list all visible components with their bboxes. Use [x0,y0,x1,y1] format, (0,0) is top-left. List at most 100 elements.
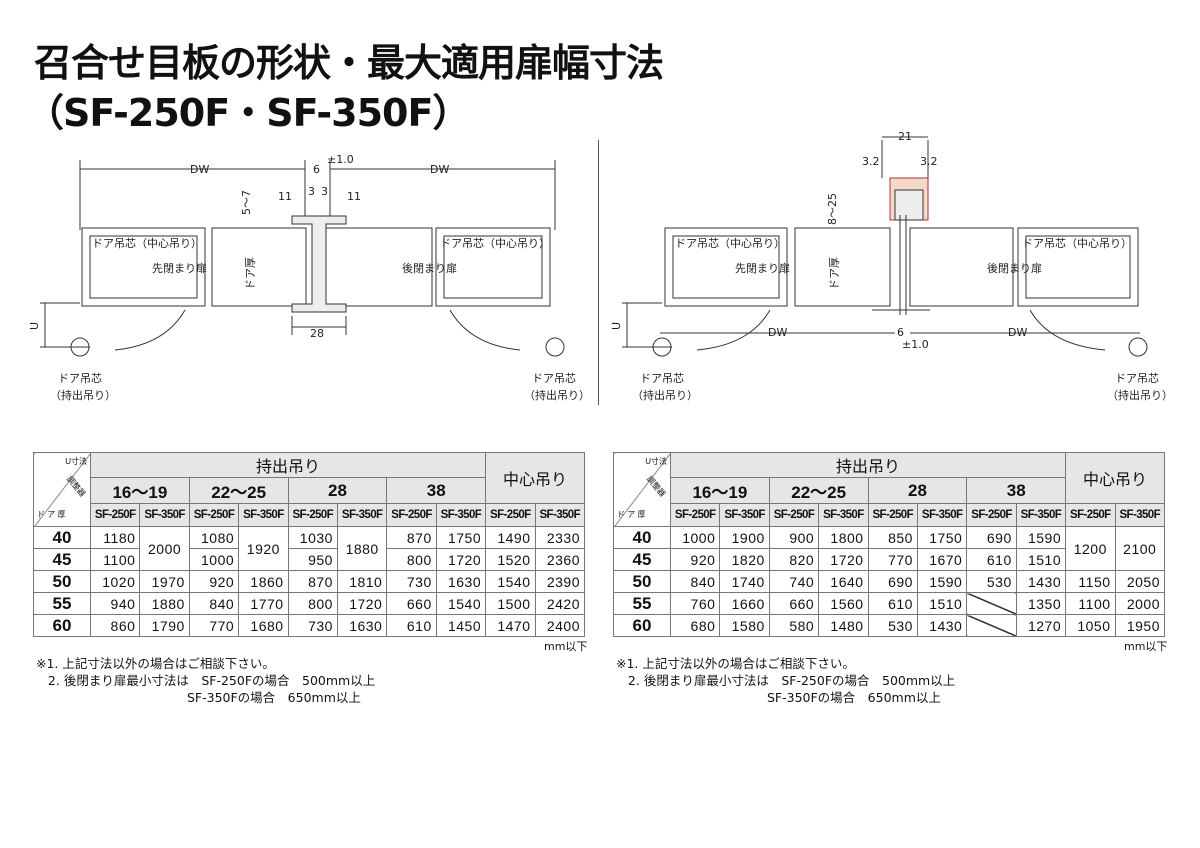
dw-label: DW [190,163,209,176]
model-header: SF-350F [1015,503,1067,527]
table-cell: 860 [89,614,141,637]
table-cell: 2360 [534,548,586,571]
door-thickness-value: 50 [33,570,91,593]
table-cell: 1100 [89,548,141,571]
table-cell: 1810 [336,570,388,593]
dim-3: 3 [321,185,328,198]
model-header: SF-350F [336,503,388,527]
table-cell: 820 [768,548,820,571]
door-thickness-label: ドア厚 [828,257,841,290]
table-cell: 1660 [719,592,770,615]
u-dimension-label: U寸法 [65,457,87,466]
offset-hanging-header: 持出吊り [669,452,1067,478]
model-header: SF-250F [1065,503,1116,527]
last-close-door-label: 後閉まり扉 [402,261,457,275]
left-profile-diagram: DW DW 6 ±1.0 11 3 3 11 5〜7 ドア厚 ドア吊芯（中心吊り… [28,153,590,402]
table-cell: 2400 [534,614,586,637]
table-cell: 1480 [818,614,869,637]
table-cell: 1920 [238,526,289,571]
table-cell: 1050 [1065,614,1116,637]
page-title: 召合せ目板の形状・最大適用扉幅寸法 [34,41,664,85]
table-cell: 840 [188,592,240,615]
note: 2. 後閉まり扉最小寸法は SF-250Fの場合 500mm以上 [36,673,376,688]
adjuster-label: 調整器 [64,474,88,499]
table-cell: 2420 [534,592,586,615]
table-cell [966,614,1017,637]
table-cell: 900 [768,526,820,549]
u-value-header: 38 [966,477,1067,504]
model-header: SF-250F [867,503,918,527]
u-value-header: 16〜19 [90,477,190,504]
table-cell: 1880 [139,592,190,615]
table-cell: 610 [386,614,437,637]
table-cell: 580 [768,614,820,637]
table-cell: 1580 [719,614,770,637]
u-value-header: 28 [287,477,388,504]
table-cell: 1450 [435,614,487,637]
right-profile-diagram: 21 3.2 3.2 8〜25 ドア厚 ドア吊芯（中心吊り） ドア吊芯（中心吊り… [610,130,1173,402]
offset-pivot-label: ドア吊芯 [532,371,576,385]
table-cell: 1030 [287,526,338,549]
unit-label: mm以下 [1124,640,1168,653]
door-thickness-value: 40 [33,526,91,549]
door-thickness-value: 55 [33,592,91,615]
model-header: SF-250F [287,503,338,527]
model-header: SF-350F [435,503,487,527]
table-cell: 920 [669,548,721,571]
unit-label: mm以下 [544,640,588,653]
table-cell: 1640 [818,570,869,593]
table-cell: 1770 [238,592,289,615]
table-cell: 1880 [336,526,388,571]
table-cell: 530 [867,614,918,637]
table-cell: 2390 [534,570,586,593]
table-cell: 1430 [1015,570,1067,593]
table-cell: 1350 [1015,592,1067,615]
table-cell: 1150 [1065,570,1116,593]
door-thickness-value: 60 [33,614,91,637]
door-thickness-value: 45 [613,548,671,571]
table-cell: 690 [867,570,918,593]
door-thickness-value: 60 [613,614,671,637]
model-header: SF-350F [1114,503,1166,527]
table-cell: 1020 [89,570,141,593]
offset-pivot-label: （持出吊り） [632,388,698,402]
dim-3: 3 [308,185,315,198]
tolerance-label: ±1.0 [327,153,354,166]
table-cell: 1000 [188,548,240,571]
door-thickness-value: 55 [613,592,671,615]
table-corner-header: U寸法調整器ド ア 厚 [33,452,91,527]
offset-hanging-header: 持出吊り [89,452,487,478]
table-cell: 1750 [435,526,487,549]
offset-pivot-label: ドア吊芯 [640,371,684,385]
offset-pivot-label: （持出吊り） [1107,388,1173,402]
note: SF-350Fの場合 650mm以上 [36,690,361,705]
table-cell: 950 [287,548,338,571]
table-cell: 660 [386,592,437,615]
table-cell: 530 [966,570,1017,593]
table-cell: 1520 [485,548,536,571]
table-cell: 1800 [818,526,869,549]
door-thickness-value: 40 [613,526,671,549]
model-header: SF-250F [188,503,240,527]
table-cell: 1750 [916,526,968,549]
notes-left: ※1. 上記寸法以外の場合はご相談下さい。 2. 後閉まり扉最小寸法は SF-2… [36,655,375,706]
table-cell: 610 [966,548,1017,571]
table-cell: 870 [287,570,338,593]
table-cell: 1720 [818,548,869,571]
table-cell: 1540 [485,570,536,593]
center-pivot-label: ドア吊芯（中心吊り） [675,236,785,250]
table-cell: 1200 [1065,526,1116,571]
center-pivot-label: ドア吊芯（中心吊り） [92,236,202,250]
model-header: SF-350F [916,503,968,527]
door-thickness-label: ド ア 厚 [617,510,646,519]
u-value-header: 16〜19 [670,477,770,504]
model-header: SF-250F [669,503,721,527]
door-thickness-value: 45 [33,548,91,571]
table-cell: 690 [966,526,1017,549]
